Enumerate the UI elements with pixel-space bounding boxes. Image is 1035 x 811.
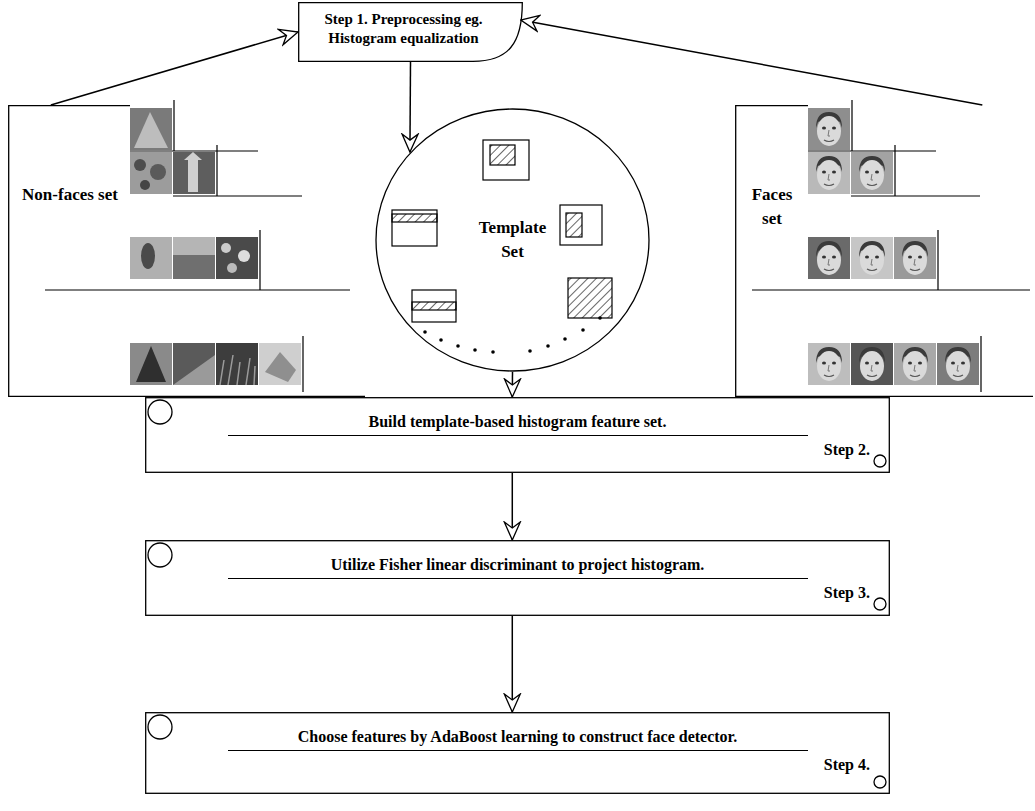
template-icon xyxy=(560,205,602,245)
step-title: Step 1. Preprocessing eg. Histogram equa… xyxy=(306,10,501,48)
template-hatch xyxy=(412,302,456,310)
corner-circle xyxy=(874,776,886,788)
template-icons xyxy=(392,140,612,322)
node-outline xyxy=(8,105,365,397)
template-ellipse: Template Set xyxy=(375,108,650,372)
flow-arrow xyxy=(521,20,983,105)
step-number: Step 4. xyxy=(145,754,890,775)
process-box: Utilize Fisher linear discriminant to pr… xyxy=(145,540,890,616)
template-hatch xyxy=(566,213,582,237)
non-face-images xyxy=(130,108,301,385)
step-description: Choose features by AdaBoost learning to … xyxy=(228,726,808,751)
template-icon xyxy=(483,140,529,180)
ellipsis-dots xyxy=(423,316,602,354)
node-outline xyxy=(145,712,890,794)
ellipse-outline xyxy=(376,109,649,371)
step-description: Utilize Fisher linear discriminant to pr… xyxy=(228,554,808,579)
corner-circle xyxy=(148,543,172,567)
corner-circle xyxy=(148,400,172,424)
template-hatch xyxy=(392,214,437,222)
template-hatch xyxy=(568,278,612,318)
corner-circle xyxy=(874,598,886,610)
step-number: Step 2. xyxy=(145,439,890,460)
node-outline xyxy=(735,105,1033,397)
flow-arrow xyxy=(512,616,514,712)
grid-lines xyxy=(752,100,1030,392)
set-label: Faces set xyxy=(741,183,803,231)
flow-arrow xyxy=(512,473,514,540)
grid-lines xyxy=(45,100,350,392)
corner-circle xyxy=(148,715,172,739)
set-label: Non-faces set xyxy=(22,183,118,207)
node-outline xyxy=(145,540,890,616)
image-set-panel: Faces set xyxy=(735,105,1033,397)
image-set-panel: Non-faces set xyxy=(8,105,365,397)
node-outline xyxy=(375,108,650,372)
preprocess-box: Step 1. Preprocessing eg. Histogram equa… xyxy=(298,2,523,62)
box-outline xyxy=(146,713,890,794)
step-number: Step 3. xyxy=(145,582,890,603)
template-icon xyxy=(412,290,456,322)
process-box: Build template-based histogram feature s… xyxy=(145,397,890,473)
template-icon xyxy=(392,210,437,246)
template-label: Template Set xyxy=(469,216,557,264)
template-hatch xyxy=(490,145,515,165)
box-outline xyxy=(146,398,890,473)
node-outline xyxy=(145,397,890,473)
flow-arrow xyxy=(51,32,298,105)
flow-arrow xyxy=(409,62,411,152)
flow-arrow xyxy=(512,372,514,397)
panel-frame xyxy=(736,106,1033,397)
process-box: Choose features by AdaBoost learning to … xyxy=(145,712,890,794)
face-images xyxy=(808,108,979,385)
corner-circle xyxy=(874,455,886,467)
preprocess-outline xyxy=(299,3,523,62)
panel-frame xyxy=(9,106,365,397)
box-outline xyxy=(146,541,890,616)
step-description: Build template-based histogram feature s… xyxy=(228,411,808,436)
